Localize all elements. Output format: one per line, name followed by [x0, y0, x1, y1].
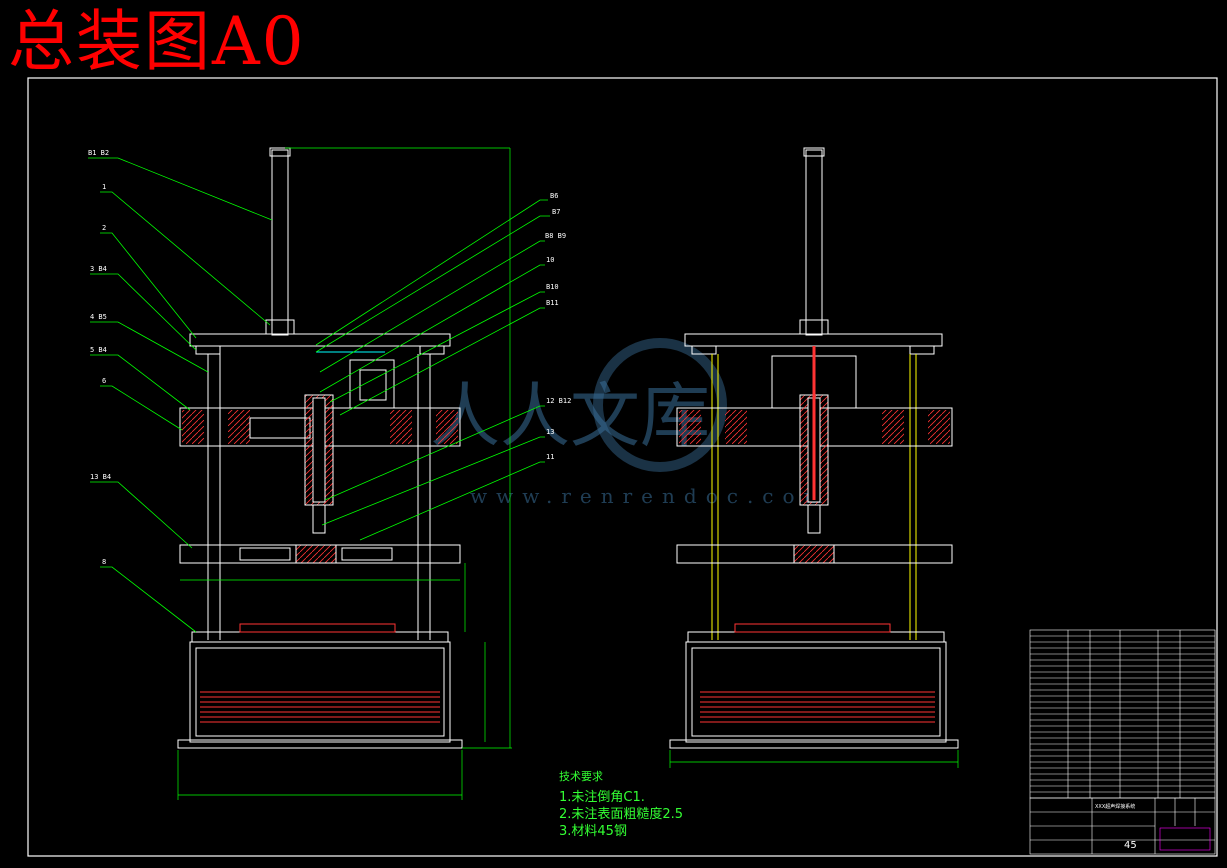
part-label: B6 [550, 192, 558, 200]
title-block-sheet-number: 45 [1124, 840, 1137, 851]
watermark-url: www.renrendoc.com [470, 484, 832, 508]
part-label: B10 [546, 283, 559, 291]
drawing-title: 总装图A0 [8, 3, 306, 80]
watermark-text: 人人文库 [430, 375, 710, 457]
title-block [1029, 797, 1216, 855]
part-label: 5 B4 [90, 346, 107, 354]
part-label: B7 [552, 208, 560, 216]
watermark: 人人文库 www.renrendoc.com [430, 338, 832, 508]
part-label: 6 [102, 377, 106, 385]
parts-list [1029, 629, 1216, 799]
requirement-item: 1.未注倒角C1. [559, 790, 645, 805]
leader-lines [88, 157, 550, 633]
part-label: 13 [546, 428, 554, 436]
part-label: 1 [102, 183, 106, 191]
part-label: 13 B4 [90, 473, 111, 481]
technical-requirements: 技术要求 1.未注倒角C1. 2.未注表面粗糙度2.5 3.材料45钢 [559, 768, 683, 840]
part-label: 12 B12 [546, 397, 571, 405]
front-view [177, 147, 512, 800]
part-label: B1 B2 [88, 149, 109, 157]
part-label: 4 B5 [90, 313, 107, 321]
part-label-group: B1 B2 1 2 3 B4 4 B5 5 B4 6 13 B4 8 B6 B7… [88, 149, 571, 566]
requirement-item: 2.未注表面粗糙度2.5 [559, 807, 684, 822]
part-label: 2 [102, 224, 106, 232]
part-label: 10 [546, 256, 554, 264]
part-label: B8 B9 [545, 232, 566, 240]
title-block-project: XXX超声焊接系统 [1095, 803, 1135, 810]
part-label: 11 [546, 453, 554, 461]
side-view [669, 147, 959, 768]
part-label: 8 [102, 558, 106, 566]
requirement-item: 3.材料45钢 [559, 824, 627, 839]
requirements-heading: 技术要求 [559, 770, 603, 783]
drawing-frame [27, 77, 1218, 857]
cylinder-rod [271, 149, 289, 336]
top-plate [189, 333, 451, 347]
base-frame [191, 631, 449, 643]
part-label: B11 [546, 299, 559, 307]
part-label: 3 B4 [90, 265, 107, 273]
